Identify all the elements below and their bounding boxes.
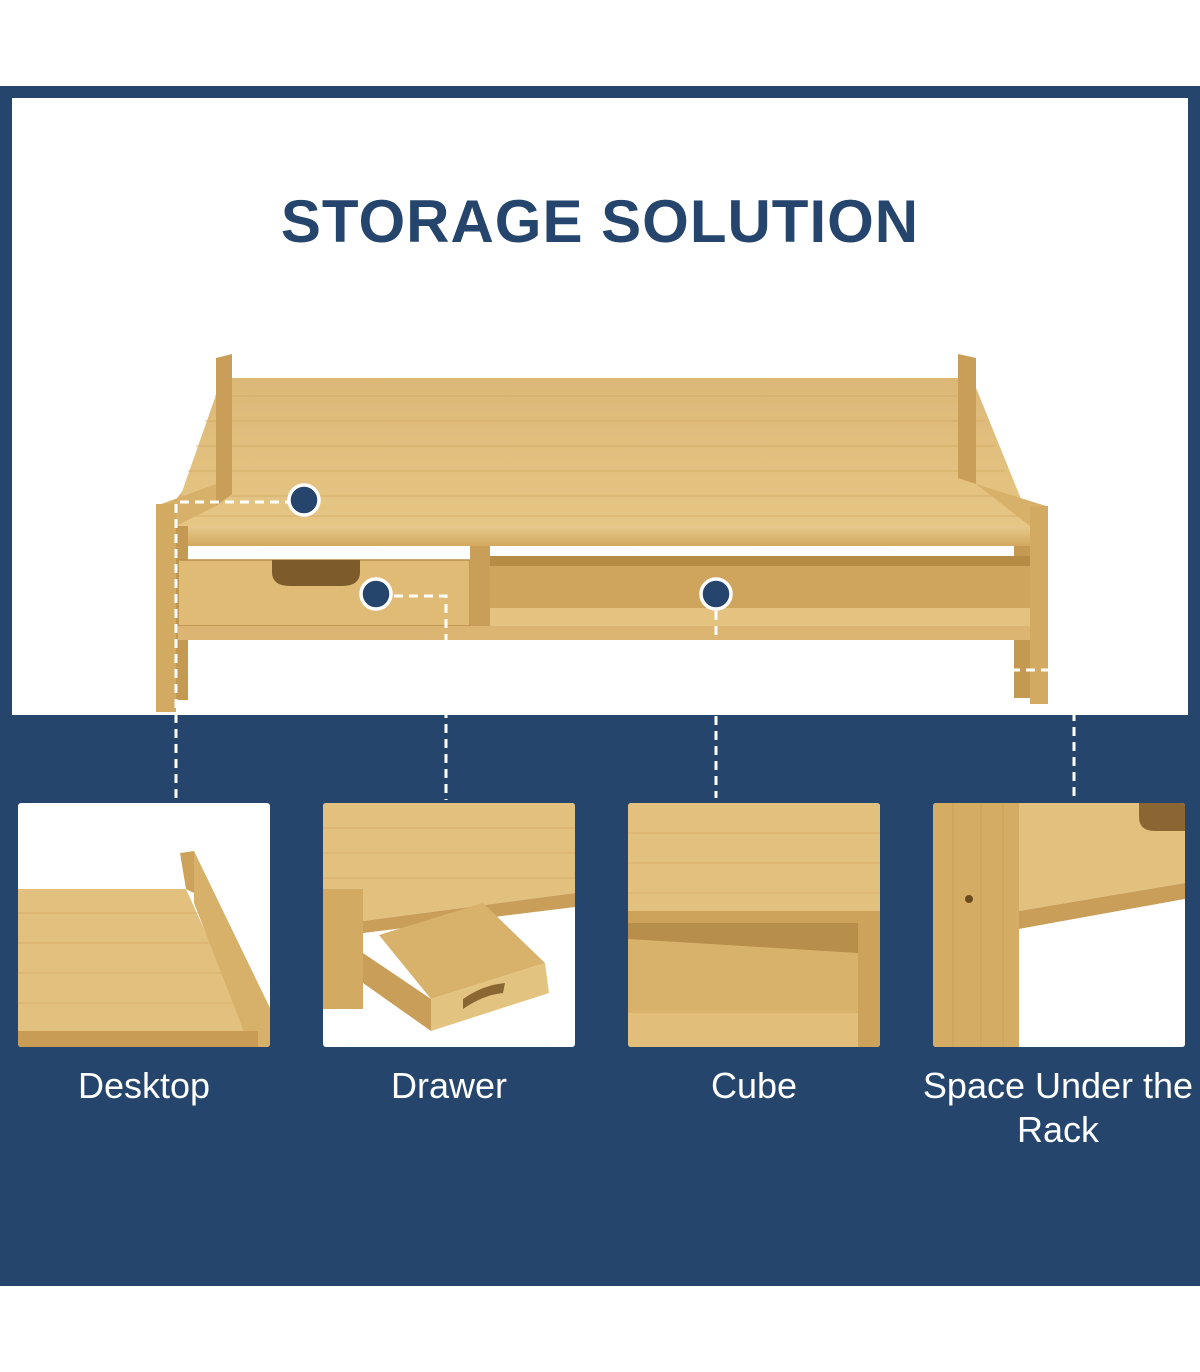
feature-label-cube: Cube	[710, 1065, 798, 1106]
feature-label-under-rack: Space Under the Rack	[922, 1065, 1194, 1150]
feature-card-cube	[628, 803, 880, 1047]
desktop-callout-line	[174, 500, 290, 798]
page-title: STORAGE SOLUTION	[280, 188, 920, 255]
feature-card-under-rack	[933, 803, 1185, 1047]
drawer-icon	[323, 803, 575, 1031]
feature-label-drawer: Drawer	[390, 1065, 507, 1106]
feature-card-desktop	[18, 803, 270, 1047]
under-rack-callout-line	[846, 668, 1076, 800]
feature-label-desktop: Desktop	[77, 1065, 211, 1106]
desktop-callout-dot	[287, 483, 321, 517]
feature-card-drawer	[323, 803, 575, 1047]
under-rack-space-icon	[933, 803, 1185, 1047]
stand-top-surface	[170, 378, 1032, 526]
under-rack-callout-dot	[813, 651, 847, 685]
drawer-callout-dot	[359, 577, 393, 611]
monitor-stand-illustration	[156, 354, 1076, 800]
drawer-callout-line	[394, 594, 448, 800]
open-cube-icon	[628, 803, 880, 1047]
infographic-frame: STORAGE SOLUTION	[0, 86, 1200, 1286]
cube-callout-dot	[699, 577, 733, 611]
desktop-surface-icon	[18, 851, 270, 1047]
